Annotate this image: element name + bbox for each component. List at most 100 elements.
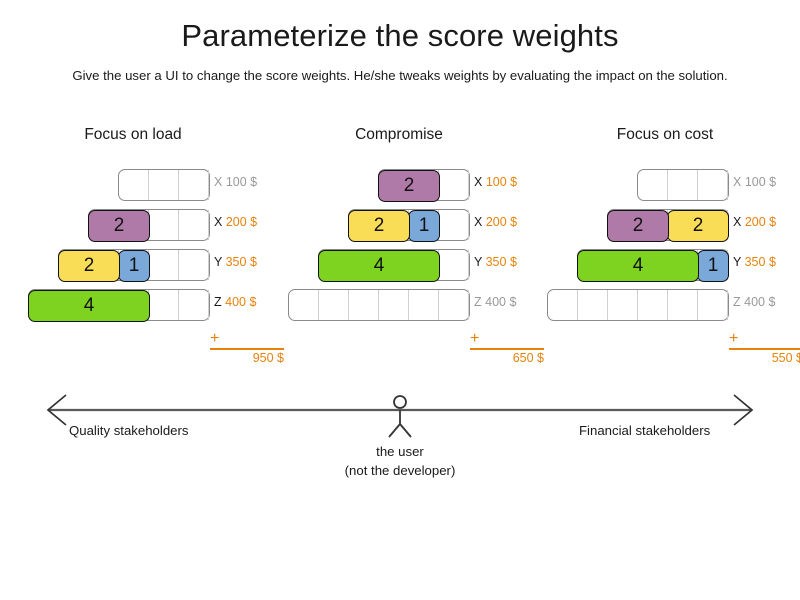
weight-row-amount: 200 $ <box>485 215 518 229</box>
weight-row-label: Y 350 $ <box>733 255 776 269</box>
weight-slot-tray[interactable] <box>118 169 210 201</box>
weight-slot[interactable] <box>409 290 439 320</box>
weight-row-label: Z 400 $ <box>474 295 516 309</box>
weight-row-amount: 350 $ <box>485 255 517 269</box>
weight-slot[interactable] <box>119 170 149 200</box>
weight-row-amount: 100 $ <box>744 175 777 189</box>
weight-block[interactable]: 2 <box>88 210 150 242</box>
page-title: Parameterize the score weights <box>181 18 619 53</box>
weight-slot[interactable] <box>319 290 349 320</box>
weight-block[interactable]: 2 <box>378 170 440 202</box>
weight-row: X 100 $ <box>532 166 798 206</box>
weight-block[interactable]: 2 <box>348 210 410 242</box>
weight-row-key: Y <box>474 255 483 269</box>
weight-slot[interactable] <box>608 290 638 320</box>
weight-row-label: X 200 $ <box>733 215 776 229</box>
weight-slot-tray[interactable] <box>637 169 729 201</box>
weight-block-value: 2 <box>373 215 385 236</box>
weight-row-label: Y 350 $ <box>474 255 517 269</box>
plus-icon: + <box>729 330 739 347</box>
scenario-title: Focus on cost <box>616 126 714 143</box>
weight-row-key: Y <box>733 255 742 269</box>
weight-row-key: X <box>733 215 742 229</box>
weight-slot-tray[interactable]: 4 <box>318 249 470 282</box>
stakeholder-spectrum: Quality stakeholders Financial stakehold… <box>0 393 800 503</box>
weight-slot[interactable] <box>638 290 668 320</box>
weight-slot[interactable] <box>439 250 469 280</box>
weight-slot[interactable] <box>179 170 209 200</box>
weight-row-amount: 400 $ <box>225 295 257 309</box>
weight-block-value: 2 <box>692 215 704 236</box>
scenario-total-value: 950 $ <box>252 351 284 365</box>
weight-slot[interactable] <box>578 290 608 320</box>
weight-slot-tray[interactable] <box>547 289 729 321</box>
weight-slot[interactable] <box>698 290 728 320</box>
weight-block[interactable]: 2 <box>607 210 669 242</box>
weight-slot[interactable] <box>179 290 209 320</box>
weight-slot[interactable] <box>439 170 469 200</box>
weight-slot-tray[interactable]: 4 <box>28 289 210 322</box>
weight-row-label: Z 400 $ <box>733 295 775 309</box>
weight-slot[interactable] <box>149 210 179 240</box>
weight-block-value: 1 <box>418 215 430 236</box>
scenario-total: +550 $ <box>729 331 800 371</box>
weight-slot[interactable] <box>638 170 668 200</box>
actor-caption-line-1: the user <box>376 444 424 459</box>
scenario-total-value: 550 $ <box>771 351 800 365</box>
weight-block-value: 1 <box>128 255 140 276</box>
weight-block-value: 4 <box>373 255 385 276</box>
weight-slot[interactable] <box>179 250 209 280</box>
weight-slot[interactable] <box>698 170 728 200</box>
weight-block-group: 4 <box>28 290 150 322</box>
weight-row-amount: 200 $ <box>744 215 777 229</box>
weight-block[interactable]: 4 <box>318 250 440 282</box>
weight-block[interactable]: 1 <box>408 210 440 242</box>
weight-block-value: 4 <box>83 295 95 316</box>
weight-row-label: X 100 $ <box>214 175 257 189</box>
weight-row-amount: 200 $ <box>225 215 258 229</box>
weight-slot-tray[interactable]: 2 <box>88 209 210 242</box>
weight-block[interactable]: 1 <box>697 250 729 282</box>
weight-slot[interactable] <box>149 170 179 200</box>
weight-block[interactable]: 2 <box>58 250 120 282</box>
weight-block[interactable]: 1 <box>118 250 150 282</box>
weight-slot[interactable] <box>149 290 179 320</box>
weight-block-value: 2 <box>83 255 95 276</box>
weight-slot[interactable] <box>439 210 469 240</box>
weight-slot[interactable] <box>548 290 578 320</box>
spectrum-axis-icon <box>46 394 754 438</box>
weight-block[interactable]: 4 <box>28 290 150 322</box>
weight-slot[interactable] <box>668 170 698 200</box>
weight-slot[interactable] <box>289 290 319 320</box>
weight-row-key: Y <box>214 255 223 269</box>
weight-block[interactable]: 4 <box>577 250 699 282</box>
weight-slot-tray[interactable] <box>288 289 470 321</box>
scenario-total: +950 $ <box>210 331 290 371</box>
weight-row-key: X <box>474 215 483 229</box>
weight-slot[interactable] <box>179 210 209 240</box>
weight-slot[interactable] <box>439 290 469 320</box>
weight-slot[interactable] <box>668 290 698 320</box>
weight-slot[interactable] <box>379 290 409 320</box>
scenario-title: Compromise <box>355 126 443 143</box>
weight-block[interactable]: 2 <box>667 210 729 242</box>
weight-row: X 100 $ <box>0 166 266 206</box>
weight-row-key: X <box>474 175 483 189</box>
weight-slot[interactable] <box>149 250 179 280</box>
weight-slot-tray[interactable]: 2 <box>378 169 470 202</box>
weight-row: Z 400 $ <box>266 286 532 326</box>
weight-slot[interactable] <box>349 290 379 320</box>
